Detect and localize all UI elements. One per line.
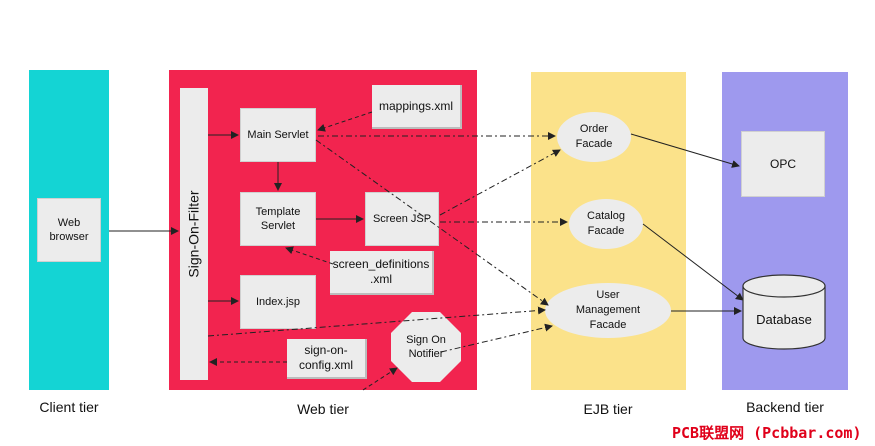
watermark-text: PCB联盟网 (Pcbbar.com) [672, 424, 862, 442]
order-facade-ellipse: Order Facade [557, 112, 631, 162]
template-servlet-box: Template Servlet [240, 192, 316, 246]
mappings-xml-doc: mappings.xml [372, 85, 462, 129]
web-tier-label: Web tier [297, 401, 349, 417]
screen-definitions-xml-doc: screen_definitions .xml [330, 251, 434, 295]
sign-on-notifier-octagon: Sign On Notifier [391, 312, 461, 382]
main-servlet-box: Main Servlet [240, 108, 316, 162]
index-jsp-box: Index.jsp [240, 275, 316, 329]
database-cylinder [742, 274, 826, 350]
ejb-tier-label: EJB tier [583, 401, 633, 417]
database-label: Database [756, 312, 812, 327]
backend-tier-label: Backend tier [746, 399, 824, 415]
client-tier-label: Client tier [39, 399, 99, 415]
opc-box: OPC [741, 131, 825, 197]
sign-on-filter-box: Sign-On-Filter [180, 88, 208, 380]
user-management-facade-ellipse: User Management Facade [545, 283, 671, 338]
web-browser-box: Web browser [37, 198, 101, 262]
sign-on-config-xml-doc: sign-on- config.xml [287, 339, 367, 379]
sign-on-notifier-label: Sign On Notifier [406, 334, 446, 360]
catalog-facade-ellipse: Catalog Facade [569, 199, 643, 249]
